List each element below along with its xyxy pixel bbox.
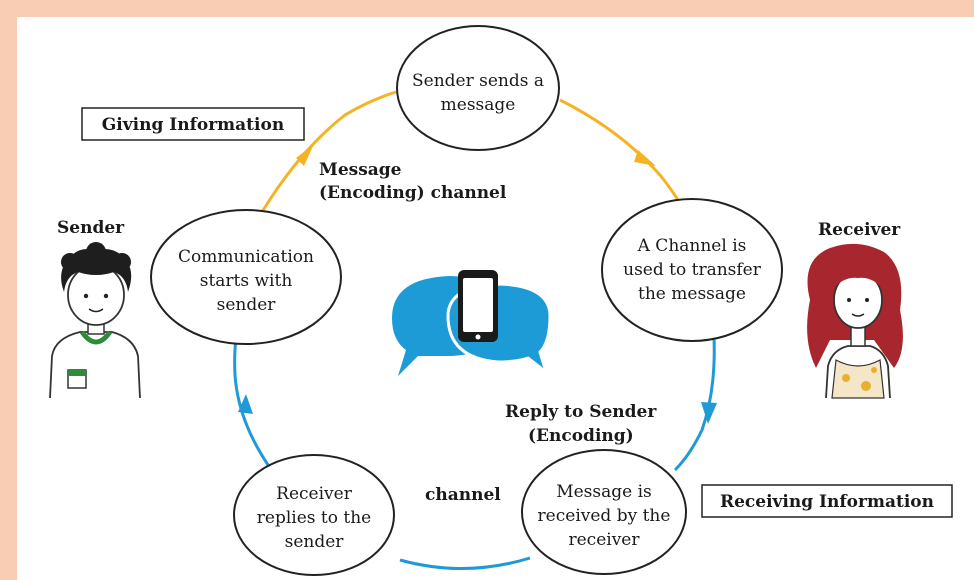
girl-avatar-icon	[807, 243, 903, 399]
channel-label: channel	[425, 485, 501, 505]
node-bottom-left-line-3: sender	[285, 532, 345, 552]
boy-avatar-icon	[49, 242, 141, 399]
node-right-line-2: used to transfer	[623, 260, 762, 280]
node-bottom-right: Message is received by the receiver	[521, 449, 687, 575]
node-top: Sender sends a message	[396, 25, 560, 151]
node-right: A Channel is used to transfer the messag…	[601, 198, 783, 342]
node-right-line-3: the message	[638, 284, 746, 304]
giving-information-label: Giving Information	[102, 115, 284, 135]
node-top-line-1: Sender sends a	[412, 71, 544, 91]
arrow-bottom-left-to-left	[233, 337, 270, 466]
node-bottom-right-line-2: received by the	[538, 506, 671, 526]
message-channel-label-line-2: (Encoding) channel	[319, 183, 507, 203]
reply-label-line-2: (Encoding)	[528, 426, 634, 446]
giving-information-box: Giving Information	[81, 107, 305, 141]
arrow-bottom-right-to-bottom-left	[399, 556, 531, 570]
arrowhead-left-to-top	[296, 144, 314, 166]
receiving-information-label: Receiving Information	[720, 492, 934, 512]
node-left-line-2: starts with	[200, 271, 293, 291]
node-left-line-1: Communication	[178, 247, 314, 267]
sender-label: Sender	[57, 218, 125, 238]
arrowhead-bottom-left-to-left	[238, 394, 253, 414]
message-channel-label-line-1: Message	[319, 160, 402, 180]
receiving-information-box: Receiving Information	[701, 484, 953, 518]
arrow-right-to-bottom-right	[673, 337, 716, 472]
node-left: Communication starts with sender	[150, 209, 342, 345]
node-bottom-right-line-1: Message is	[556, 482, 652, 502]
node-left-line-3: sender	[217, 295, 277, 315]
arrowhead-top-to-right	[634, 150, 656, 166]
node-bottom-right-line-3: receiver	[569, 530, 641, 550]
node-bottom-left-line-1: Receiver	[276, 484, 353, 504]
node-right-line-1: A Channel is	[637, 236, 747, 256]
node-bottom-left: Receiver replies to the sender	[233, 454, 395, 576]
reply-label-line-1: Reply to Sender	[505, 402, 657, 422]
node-top-line-2: message	[441, 95, 516, 115]
receiver-label: Receiver	[818, 220, 901, 240]
arrowhead-right-to-bottom-right	[701, 402, 717, 424]
chat-bubbles-smartphone-icon	[392, 270, 552, 377]
arrow-left-to-top	[260, 90, 397, 213]
node-bottom-left-line-2: replies to the	[257, 508, 371, 528]
